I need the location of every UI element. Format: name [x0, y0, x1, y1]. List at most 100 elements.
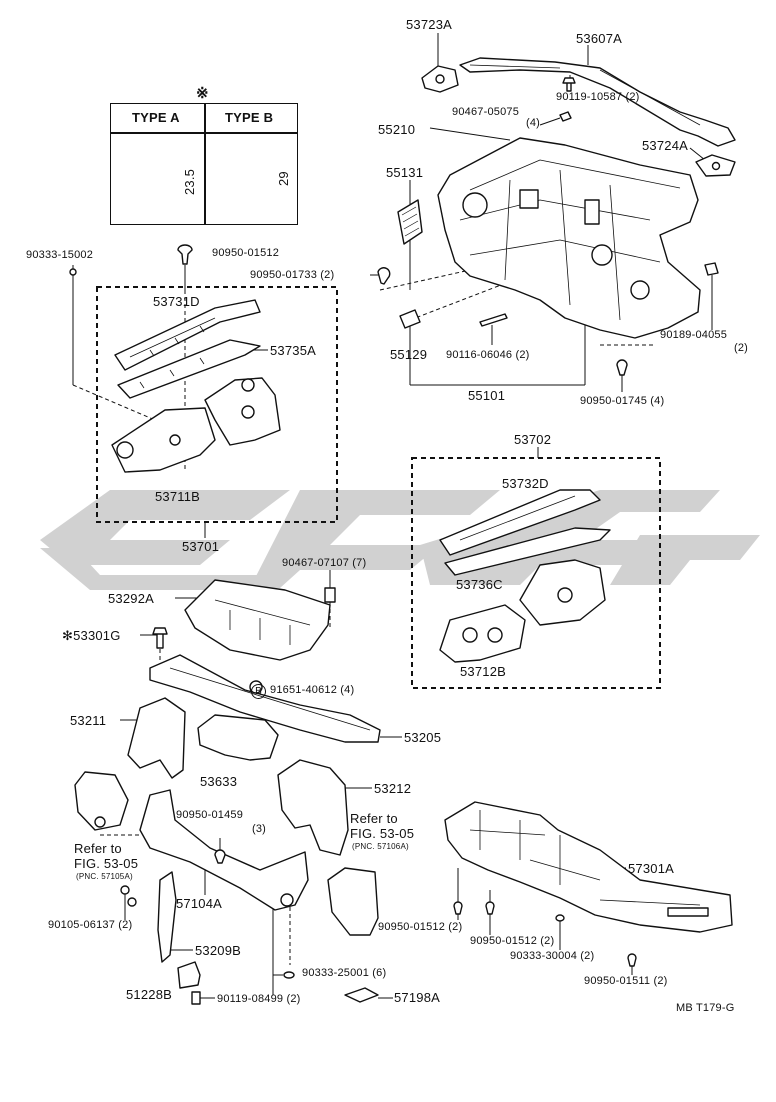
callout-90105-06137: 90105-06137 (2) — [48, 919, 133, 931]
callout-57104A: 57104A — [176, 896, 223, 911]
part-53735A-drawing — [117, 339, 261, 399]
callout-53723A: 53723A — [406, 17, 453, 32]
clip-90950-01733-drawing — [377, 267, 391, 285]
part-53736C-drawing — [444, 527, 611, 576]
clip-90950-01512-a-drawing — [453, 901, 463, 915]
grommet-90333-25001-drawing — [283, 971, 295, 979]
callout-55129: 55129 — [390, 347, 428, 362]
callout-90189-04055: 90189-04055 — [660, 329, 728, 341]
bolt-90105-06137-drawing — [120, 885, 130, 895]
callout-90950-01512-top: 90950-01512 — [212, 247, 280, 259]
refer-left-line3: (PNC. 57105A) — [76, 872, 133, 881]
group-box-53701 — [96, 286, 338, 523]
callout-90950-01512-a: 90950-01512 (2) — [378, 921, 463, 933]
stud-90116-06046-drawing — [479, 313, 508, 327]
bolt-53301G-drawing — [152, 627, 168, 649]
callout-51228B: 51228B — [126, 987, 173, 1002]
leader-55210 — [429, 127, 511, 141]
callout-53209B: 53209B — [195, 943, 242, 958]
bolt-90467-05075-drawing — [559, 111, 572, 122]
watermark-logo — [40, 490, 760, 590]
part-57106A-drawing — [327, 867, 379, 936]
type-legend-symbol: ※ — [196, 85, 209, 102]
part-53633-drawing — [197, 714, 279, 761]
grommet-90333-15002-drawing — [69, 268, 77, 276]
part-53711B-drawing — [111, 407, 216, 473]
leader-53724A — [689, 147, 706, 161]
part-53212-drawing — [277, 759, 349, 856]
callout-91651-40612: 91651-40612 (4) — [270, 684, 355, 696]
clip-90950-01459-drawing — [214, 849, 226, 864]
callout-90467-07107: 90467-07107 (7) — [282, 557, 367, 569]
type-legend-box — [110, 103, 298, 225]
part-53209B-drawing — [157, 871, 177, 963]
part-53292A-drawing — [184, 579, 331, 661]
callout-90189-04055-qty: (2) — [734, 342, 749, 354]
leader-90467-05075 — [539, 117, 561, 126]
callout-90950-01512-b: 90950-01512 (2) — [470, 935, 555, 947]
callout-53701: 53701 — [182, 539, 220, 554]
callout-53732D: 53732D — [502, 476, 549, 491]
callout-90950-01745: 90950-01745 (4) — [580, 395, 665, 407]
callout-55210: 55210 — [378, 122, 416, 137]
dash-line-3 — [379, 269, 471, 291]
callout-90467-05075-qty: (4) — [526, 117, 541, 129]
part-57104A-drawing — [139, 789, 309, 911]
dash-line-4 — [409, 269, 541, 321]
clip-90950-01511-drawing — [627, 953, 637, 967]
part-53205-drawing — [149, 654, 381, 743]
callout-90950-01511: 90950-01511 (2) — [584, 975, 668, 987]
callout-53731D: 53731D — [153, 294, 200, 309]
group-box-53702 — [411, 457, 661, 689]
callout-53712B: 53712B — [460, 664, 507, 679]
callout-57301A: 57301A — [628, 861, 675, 876]
refer-left-line2: FIG. 53-05 — [74, 856, 139, 871]
callout-90950-01459-qty: (3) — [252, 823, 267, 835]
type-b-label: TYPE B — [225, 110, 274, 125]
part-53712B-drawing — [439, 604, 526, 663]
callout-90950-01733: 90950-01733 (2) — [250, 269, 335, 281]
type-a-dimension: 23.5 — [182, 168, 197, 195]
callout-53292A: 53292A — [108, 591, 155, 606]
refer-right-line1: Refer to — [350, 811, 398, 826]
callout-90467-05075: 90467-05075 — [452, 106, 520, 118]
part-53732D-drawing — [439, 489, 601, 556]
part-53211-drawing — [127, 697, 186, 779]
callout-53211: 53211 — [70, 713, 107, 728]
part-55129-drawing — [399, 309, 421, 329]
clip-90950-01745-drawing — [616, 359, 628, 376]
callout-57198A: 57198A — [394, 990, 441, 1005]
callout-53301G: ✻53301G — [62, 628, 121, 643]
bolt-90119-10587-drawing — [562, 77, 576, 92]
part-55131-drawing — [397, 199, 423, 245]
callout-53607A: 53607A — [576, 31, 623, 46]
callout-55101: 55101 — [468, 388, 506, 403]
clip-90950-01512-top-drawing — [177, 244, 193, 265]
callout-90119-10587: 90119-10587 (2) — [556, 91, 640, 103]
callout-90333-15002: 90333-15002 — [26, 249, 94, 261]
clip-90189-04055-drawing — [704, 262, 719, 276]
refer-right-line2: FIG. 53-05 — [350, 826, 415, 841]
type-legend-divider — [204, 104, 206, 224]
callout-90333-25001: 90333-25001 (6) — [302, 967, 387, 979]
bolt-90119-08499-drawing — [191, 991, 201, 1005]
clip-90950-01512-b-drawing — [485, 901, 495, 915]
refer-right-line3: (PNC. 57106A) — [352, 842, 409, 851]
part-55101-drawing — [437, 137, 701, 339]
dash-line-1 — [72, 384, 156, 421]
callout-90116-06046: 90116-06046 (2) — [446, 349, 530, 361]
part-51228B-drawing — [177, 961, 201, 989]
callout-55131: 55131 — [386, 165, 424, 180]
callout-53724A: 53724A — [642, 138, 689, 153]
callout-53212: 53212 — [374, 781, 412, 796]
type-legend-header-line — [111, 132, 297, 134]
callout-53711B: 53711B — [155, 489, 201, 504]
type-b-dimension: 29 — [276, 171, 291, 186]
callout-90950-01459: 90950-01459 — [176, 809, 244, 821]
callout-53735A: 53735A — [270, 343, 317, 358]
type-a-label: TYPE A — [132, 110, 180, 125]
part-57301A-drawing — [444, 801, 733, 933]
callout-53702: 53702 — [514, 432, 552, 447]
part-57105A-drawing — [74, 771, 129, 831]
